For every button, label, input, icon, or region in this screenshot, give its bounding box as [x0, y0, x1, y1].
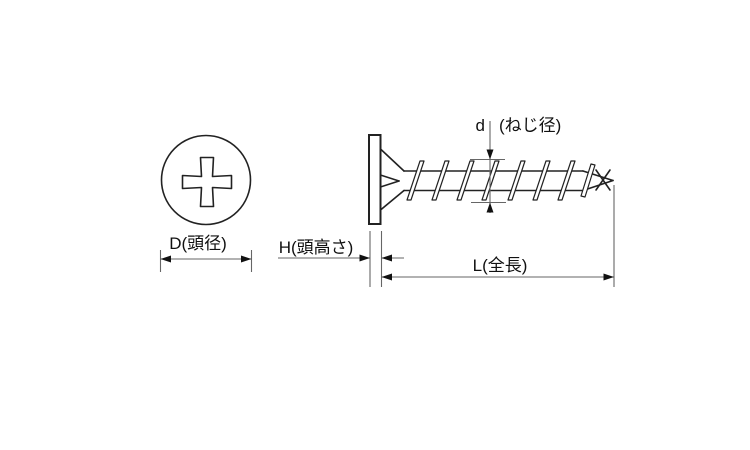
screw-head-side [368, 134, 382, 225]
phillips-recess [181, 156, 233, 208]
total-length-label: L(全長) [473, 256, 528, 275]
screw-head-front-view [160, 134, 252, 226]
arrowhead-up [486, 202, 494, 213]
head-diameter-label: D(頭径) [169, 234, 227, 253]
arrowhead-left [381, 254, 392, 262]
thread-fins [406, 160, 576, 201]
arrowhead-down [486, 149, 494, 160]
screw-side-view [368, 134, 614, 225]
thread-diameter-name-label: (ねじ径) [499, 116, 561, 135]
arrowhead-right [603, 273, 614, 281]
screw-tip [580, 163, 614, 198]
thread-fin [456, 160, 475, 201]
thread-fin [406, 160, 425, 201]
thread-fin [431, 160, 450, 201]
arrowhead-left [160, 255, 171, 263]
head-cone [379, 148, 405, 211]
thread-diameter-dimension: d (ねじ径) [470, 116, 561, 213]
thread-fin [532, 160, 551, 201]
head-height-label: H(頭高さ) [279, 238, 354, 257]
thread-fin [557, 160, 576, 201]
head-diameter-dimension: D(頭径) [159, 234, 253, 272]
thread-fin [507, 160, 526, 201]
total-length-dimension: L(全長) [381, 185, 615, 287]
arrowhead-right [359, 254, 370, 262]
tip-blade [595, 169, 611, 191]
thread-diameter-symbol-label: d [476, 116, 485, 135]
thread-fin [580, 163, 596, 198]
screw-head-circle [160, 134, 252, 226]
arrowhead-left [381, 273, 392, 281]
head-height-dimension: H(頭高さ) [278, 231, 404, 287]
arrowhead-right [241, 255, 252, 263]
